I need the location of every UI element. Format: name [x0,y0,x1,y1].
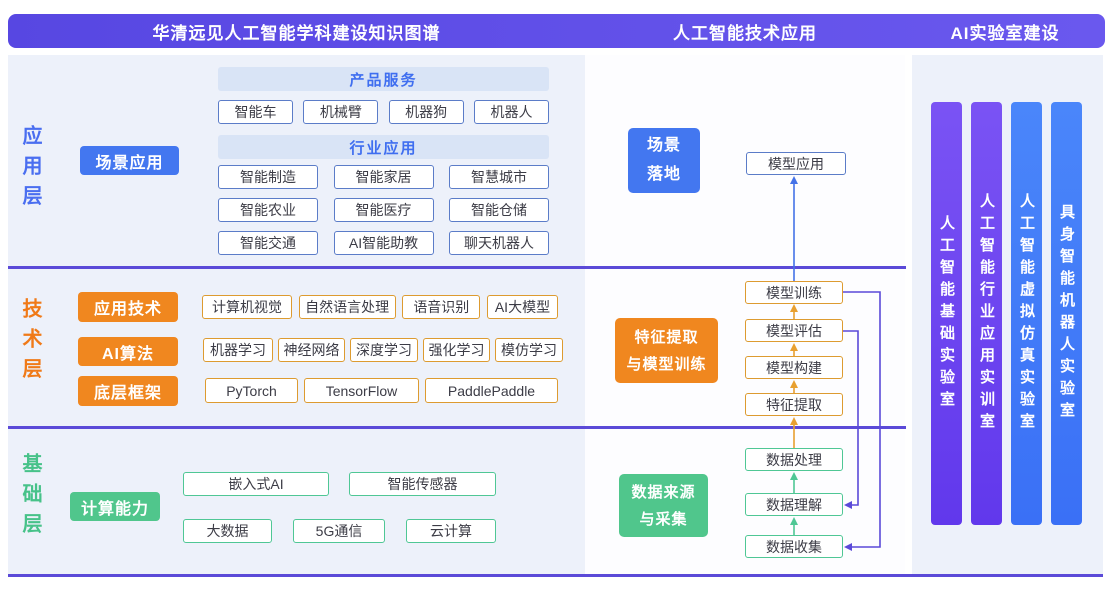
product-row: 智能车 机械臂 机器狗 机器人 [218,100,549,124]
base-framework-button: 底层框架 [78,376,178,406]
industry-applications-header: 行业应用 [218,135,549,159]
layer-label-technology: 技术层 [19,298,41,388]
lab-bar-ai-foundation: 人工智能基础实验室 [931,102,962,525]
algorithm-box: 机器学习 [203,338,273,362]
layer-label-foundation: 基础层 [19,453,41,543]
industry-box: 智能仓储 [449,198,549,222]
data-understanding-box: 数据理解 [745,493,843,516]
lab-bar-label: 人工智能基础实验室 [938,214,955,413]
feature-training-line2: 与模型训练 [626,355,707,373]
model-evaluation-box: 模型评估 [745,319,843,342]
framework-box: PaddlePaddle [425,378,558,403]
computing-power-button: 计算能力 [70,492,160,521]
header-title-ai-lab: AI实验室建设 [950,23,1060,43]
product-box: 智能车 [218,100,293,124]
tech-box: 自然语言处理 [298,295,396,319]
tech-application-panel: 场景 落地 模型应用 特征提取 与模型训练 模型训练 模型评估 模型构建 特征提… [585,55,905,576]
product-services-header: 产品服务 [218,67,549,91]
scene-landing-line2: 落地 [646,165,681,183]
tech-box: 计算机视觉 [202,295,292,319]
algorithm-box: 模仿学习 [495,338,563,362]
bottom-border-line [8,574,1103,577]
scene-landing-line1: 场景 [646,136,681,154]
foundation-box: 5G通信 [293,519,385,543]
industry-box: 智能农业 [218,198,318,222]
header-bar: 华清远见人工智能学科建设知识图谱 人工智能技术应用 AI实验室建设 [8,14,1105,48]
algorithm-box: 强化学习 [423,338,490,362]
industry-box: AI智能助教 [333,231,434,255]
scene-landing-button: 场景 落地 [628,128,700,193]
data-source-line2: 与采集 [639,510,688,528]
section-divider-2 [8,426,906,429]
tech-box: 语音识别 [402,295,481,319]
feature-extraction-box: 特征提取 [745,393,843,416]
algorithm-box: 深度学习 [350,338,418,362]
product-box: 机械臂 [303,100,379,124]
feature-training-button: 特征提取 与模型训练 [615,318,718,383]
knowledge-panel: 应用层 技术层 基础层 场景应用 产品服务 智能车 机械臂 机器狗 机器人 行业… [8,55,585,576]
data-source-line1: 数据来源 [631,483,696,501]
feature-training-line1: 特征提取 [634,328,699,346]
algorithm-box: 神经网络 [278,338,345,362]
lab-bar-label: 具身智能机器人实验室 [1058,203,1075,424]
tech-box: AI大模型 [486,295,558,319]
foundation-row-1: 嵌入式AI 智能传感器 [183,472,496,496]
foundation-box: 嵌入式AI [183,472,329,496]
industry-box: 智能医疗 [333,198,434,222]
ai-algorithm-button: AI算法 [78,337,178,366]
applied-tech-button: 应用技术 [78,292,178,322]
foundation-box: 云计算 [406,519,496,543]
model-building-box: 模型构建 [745,356,843,379]
data-source-button: 数据来源 与采集 [619,474,708,537]
lab-panel: 人工智能基础实验室 人工智能行业应用实训室 人工智能虚拟仿真实验室 具身智能机器… [912,55,1103,576]
lab-bar-label: 人工智能虚拟仿真实验室 [1018,192,1035,435]
foundation-box: 大数据 [183,519,272,543]
data-collection-box: 数据收集 [745,535,843,558]
industry-box: 智能家居 [333,165,434,189]
framework-box: PyTorch [205,378,298,403]
algorithm-row: 机器学习 神经网络 深度学习 强化学习 模仿学习 [203,338,563,362]
industry-box: 智能交通 [218,231,318,255]
lab-bar-virtual-simulation: 人工智能虚拟仿真实验室 [1011,102,1042,525]
data-processing-box: 数据处理 [745,448,843,471]
industry-grid: 智能制造 智能家居 智慧城市 智能农业 智能医疗 智能仓储 智能交通 AI智能助… [218,165,549,255]
lab-bar-label: 人工智能行业应用实训室 [978,192,995,435]
foundation-box: 智能传感器 [349,472,496,496]
header-title-tech-application: 人工智能技术应用 [673,23,817,43]
foundation-row-2: 大数据 5G通信 云计算 [183,519,496,543]
framework-box: TensorFlow [304,378,419,403]
layer-label-application: 应用层 [19,125,41,215]
lab-bar-industry-training: 人工智能行业应用实训室 [971,102,1002,525]
framework-row: PyTorch TensorFlow PaddlePaddle [205,378,558,403]
product-box: 机器狗 [388,100,464,124]
industry-box: 智能制造 [218,165,318,189]
applied-tech-row: 计算机视觉 自然语言处理 语音识别 AI大模型 [202,295,558,319]
section-divider-1 [8,266,906,269]
model-training-box: 模型训练 [745,281,843,304]
header-title-knowledge-map: 华清远见人工智能学科建设知识图谱 [152,23,441,43]
industry-box: 智慧城市 [449,165,549,189]
product-box: 机器人 [473,100,549,124]
lab-bar-embodied-robot: 具身智能机器人实验室 [1051,102,1082,525]
model-application-box: 模型应用 [746,152,846,175]
industry-box: 聊天机器人 [449,231,549,255]
scene-application-button: 场景应用 [80,146,179,175]
